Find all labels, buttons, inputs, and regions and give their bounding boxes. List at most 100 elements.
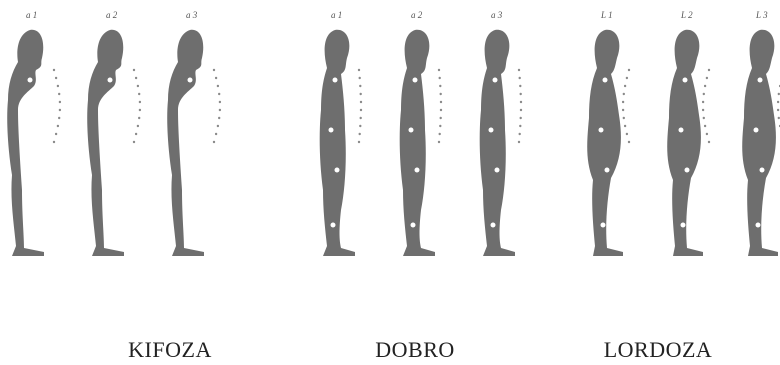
- spine-curve-dot: [359, 77, 361, 79]
- spine-curve-dot: [359, 125, 361, 127]
- figure-lordoza-3: L 3: [742, 10, 780, 256]
- landmark-marker: [679, 128, 684, 133]
- landmark-marker: [186, 223, 191, 228]
- spine-curve-dot: [59, 109, 61, 111]
- spine-curve-dot: [704, 125, 706, 127]
- landmark-marker: [493, 78, 498, 83]
- landmark-marker: [411, 223, 416, 228]
- spine-curve-dot: [519, 125, 521, 127]
- landmark-marker: [599, 128, 604, 133]
- spine-curve-dot: [519, 85, 521, 87]
- spine-curve-dot: [219, 101, 221, 103]
- spine-curve-dot: [703, 93, 705, 95]
- spine-curve-dot: [520, 117, 522, 119]
- spine-curve-dot: [439, 125, 441, 127]
- group-label-kifoza: KIFOZA: [128, 337, 212, 363]
- spine-curve-dot: [360, 101, 362, 103]
- spine-curve-dot: [439, 85, 441, 87]
- landmark-marker: [190, 168, 195, 173]
- spine-curve-dot: [217, 85, 219, 87]
- landmark-marker: [110, 168, 115, 173]
- figure-tag: a 2: [106, 10, 118, 20]
- spine-curve-dot: [708, 69, 710, 71]
- spine-curve-dot: [438, 141, 440, 143]
- spine-curve-dot: [137, 85, 139, 87]
- landmark-marker: [24, 128, 29, 133]
- spine-curve-dot: [520, 109, 522, 111]
- spine-curve-dot: [518, 69, 520, 71]
- spine-curve-dot: [359, 85, 361, 87]
- landmark-marker: [754, 128, 759, 133]
- spine-curve-dot: [708, 141, 710, 143]
- landmark-marker: [605, 168, 610, 173]
- landmark-marker: [415, 168, 420, 173]
- figure-tag: a 3: [491, 10, 503, 20]
- spine-curve-dot: [440, 109, 442, 111]
- figure-lordoza-2: L 2: [667, 10, 710, 256]
- landmark-marker: [104, 128, 109, 133]
- spine-curve-dot: [360, 93, 362, 95]
- spine-curve-dot: [218, 117, 220, 119]
- figure-tag: L 2: [680, 10, 693, 20]
- body-silhouette: [480, 30, 515, 256]
- spine-curve-dot: [359, 133, 361, 135]
- spine-curve-dot: [135, 77, 137, 79]
- group-label-dobro: DOBRO: [375, 337, 455, 363]
- spine-curve-dot: [217, 125, 219, 127]
- spine-curve-dot: [623, 93, 625, 95]
- spine-curve-dot: [213, 141, 215, 143]
- spine-curve-dot: [440, 101, 442, 103]
- spine-curve-dot: [219, 109, 221, 111]
- spine-curve-dot: [623, 117, 625, 119]
- spine-curve-dot: [624, 125, 626, 127]
- spine-curve-dot: [440, 117, 442, 119]
- spine-curve-dot: [439, 77, 441, 79]
- spine-curve-dot: [439, 133, 441, 135]
- landmark-marker: [413, 78, 418, 83]
- spine-curve-dot: [218, 93, 220, 95]
- body-silhouette: [167, 30, 204, 256]
- figure-dobro-1: a 1: [320, 10, 363, 256]
- spine-curve-dot: [360, 109, 362, 111]
- spine-curve-dot: [358, 141, 360, 143]
- spine-curve-dot: [53, 69, 55, 71]
- landmark-marker: [333, 78, 338, 83]
- spine-curve-dot: [133, 141, 135, 143]
- spine-curve-dot: [706, 133, 708, 135]
- figure-tag: a 1: [331, 10, 342, 20]
- body-silhouette: [400, 30, 435, 256]
- landmark-marker: [30, 168, 35, 173]
- body-silhouette: [320, 30, 355, 256]
- body-silhouette: [742, 30, 778, 256]
- landmark-marker: [409, 128, 414, 133]
- figure-kifoza-1: a 1: [7, 10, 61, 256]
- landmark-marker: [26, 223, 31, 228]
- landmark-marker: [331, 223, 336, 228]
- spine-curve-dot: [518, 141, 520, 143]
- spine-curve-dot: [58, 117, 60, 119]
- spine-curve-dot: [55, 77, 57, 79]
- landmark-marker: [335, 168, 340, 173]
- figure-tag: L 3: [755, 10, 768, 20]
- landmark-marker: [329, 128, 334, 133]
- spine-curve-dot: [622, 109, 624, 111]
- spine-curve-dot: [519, 133, 521, 135]
- landmark-marker: [188, 78, 193, 83]
- figure-kifoza-3: a 3: [167, 10, 221, 256]
- landmark-marker: [760, 168, 765, 173]
- spine-curve-dot: [360, 117, 362, 119]
- spine-curve-dot: [55, 133, 57, 135]
- spine-curve-dot: [57, 85, 59, 87]
- spine-curve-dot: [624, 85, 626, 87]
- figure-tag: a 2: [411, 10, 423, 20]
- spine-curve-dot: [706, 77, 708, 79]
- spine-curve-dot: [53, 141, 55, 143]
- spine-curve-dot: [57, 125, 59, 127]
- spine-curve-dot: [138, 93, 140, 95]
- landmark-marker: [603, 78, 608, 83]
- landmark-marker: [108, 78, 113, 83]
- spine-curve-dot: [520, 93, 522, 95]
- landmark-marker: [685, 168, 690, 173]
- spine-curve-dot: [440, 93, 442, 95]
